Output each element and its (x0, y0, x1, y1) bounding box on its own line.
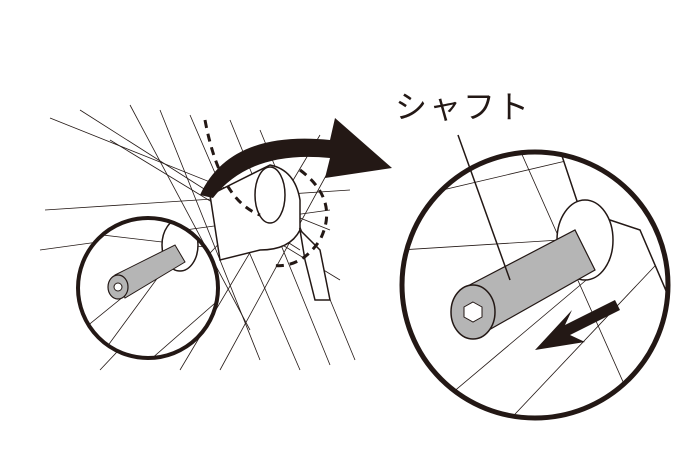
left-circle (76, 216, 220, 360)
callout-leader (457, 134, 511, 281)
hub (209, 164, 331, 301)
curved-arrow (200, 118, 392, 198)
left-detail (78, 218, 218, 358)
shaft-label: シャフト (395, 88, 532, 126)
dashed-outline (203, 119, 329, 268)
pull-arrow (535, 300, 620, 350)
right-circle (399, 149, 671, 421)
